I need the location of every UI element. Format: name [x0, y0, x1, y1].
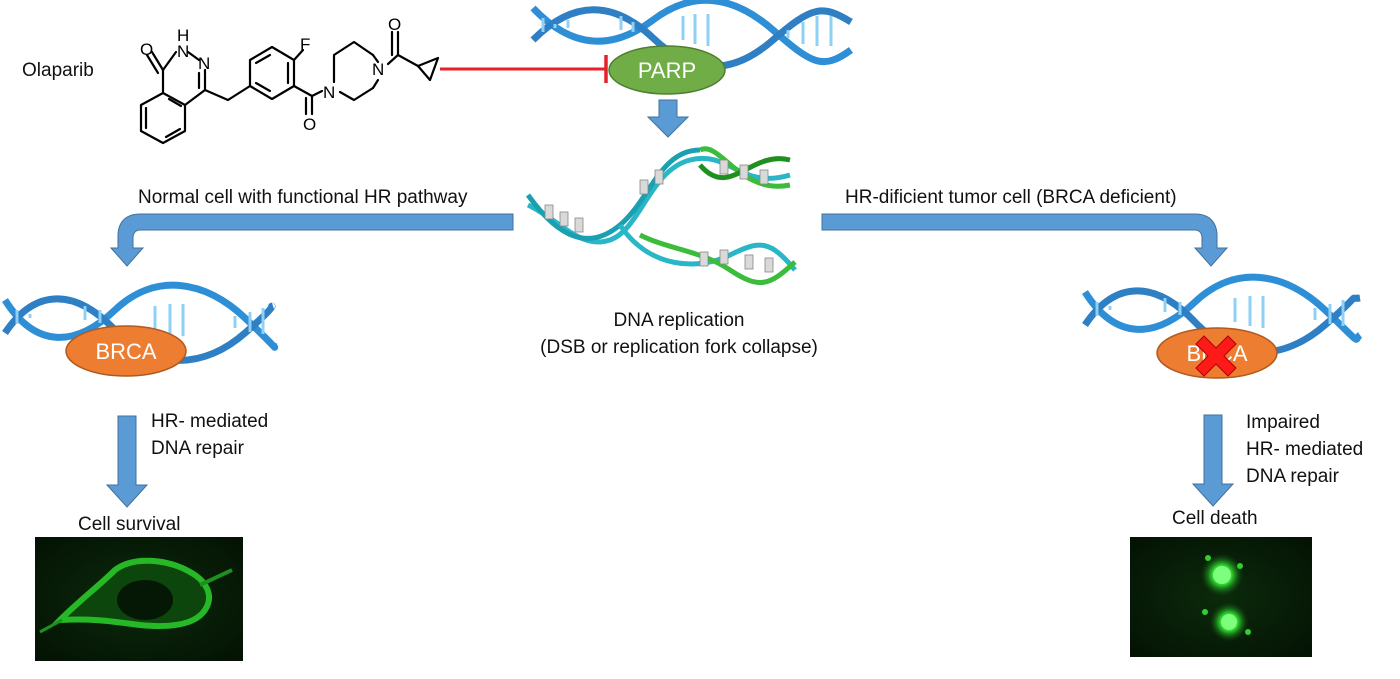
- arrow-right-repair: [1191, 414, 1235, 507]
- parp-oval: [608, 45, 726, 95]
- right-repair-line3: DNA repair: [1246, 466, 1340, 487]
- left-outcome-label: Cell survival: [78, 514, 180, 535]
- left-repair-line1: HR- mediated: [151, 411, 268, 432]
- atom-fluorine: F: [300, 35, 310, 54]
- atom-nitrogen-pip2: N: [372, 60, 384, 79]
- brca-oval-normal: [65, 325, 187, 377]
- right-repair-line2: HR- mediated: [1246, 439, 1363, 460]
- atom-hydrogen: H: [177, 26, 189, 45]
- micrograph-cell-survival: [35, 537, 243, 661]
- arrow-left-repair: [105, 415, 149, 508]
- parp-label: PARP: [638, 58, 696, 83]
- inhibition-arrow: [440, 55, 608, 83]
- atom-oxygen-ketone: O: [388, 15, 401, 34]
- arrow-parp-down: [646, 99, 690, 138]
- left-repair-line2: DNA repair: [151, 438, 245, 459]
- atom-oxygen-amide: O: [303, 115, 316, 134]
- brca-label-normal: BRCA: [95, 339, 156, 364]
- right-repair-line1: Impaired: [1246, 412, 1320, 433]
- drug-name-label: Olaparib: [22, 60, 94, 81]
- cross-icon: [1195, 335, 1237, 377]
- left-branch-label: Normal cell with functional HR pathway: [138, 187, 468, 208]
- atom-nitrogen-ring: N: [198, 54, 210, 73]
- arrow-left-branch: [109, 213, 514, 267]
- center-label-line2: (DSB or replication fork collapse): [540, 337, 818, 358]
- center-label-line1: DNA replication: [614, 310, 745, 331]
- right-outcome-label: Cell death: [1172, 508, 1258, 529]
- benzo-ring: [139, 91, 187, 145]
- micrograph-cell-death: [1130, 537, 1312, 657]
- right-branch-label: HR-dificient tumor cell (BRCA deficient): [845, 187, 1177, 208]
- olaparib-structure: O H N N F O N N O: [139, 15, 440, 145]
- replication-fork: [525, 146, 797, 285]
- atom-nitrogen-pip1: N: [323, 83, 335, 102]
- atom-oxygen-top: O: [140, 40, 153, 59]
- arrow-right-branch: [821, 213, 1229, 267]
- atom-nitrogen-nh: N: [177, 42, 189, 61]
